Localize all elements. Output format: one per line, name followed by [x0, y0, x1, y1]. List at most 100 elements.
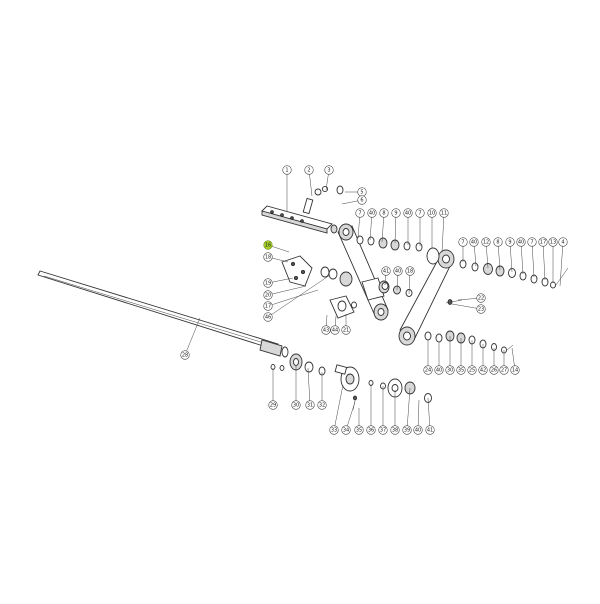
callout-number: 41: [383, 268, 389, 274]
callout-bubble: [263, 278, 273, 288]
callout-40[interactable]: 40: [413, 425, 423, 435]
callout-4[interactable]: 4: [558, 237, 568, 247]
callout-7[interactable]: 7: [355, 208, 365, 218]
leader-line: [497, 241, 501, 271]
callout-44[interactable]: 44: [330, 325, 340, 335]
callout-24[interactable]: 24: [423, 365, 433, 375]
bracket-plate: [281, 255, 353, 287]
callout-43[interactable]: 43: [321, 325, 331, 335]
callout-bubble: [379, 208, 389, 218]
callout-bubble: [268, 400, 278, 410]
callout-18[interactable]: 18: [263, 252, 273, 262]
callout-bubble: [324, 165, 334, 175]
leader-line: [406, 387, 411, 431]
callout-number: 8: [382, 210, 385, 216]
callout-40[interactable]: 40: [367, 208, 377, 218]
callout-2[interactable]: 2: [304, 165, 314, 175]
callout-21[interactable]: 21: [341, 325, 351, 335]
callout-36[interactable]: 36: [366, 425, 376, 435]
callout-32[interactable]: 32: [317, 400, 327, 410]
callout-25[interactable]: 25: [467, 365, 477, 375]
callout-bubble: [413, 425, 423, 435]
callout-bubble: [434, 365, 444, 375]
callout-5[interactable]: 5: [357, 187, 367, 197]
callout-number: 36: [368, 427, 374, 433]
callout-40[interactable]: 40: [434, 365, 444, 375]
callout-7[interactable]: 7: [527, 237, 537, 247]
callout-number: 31: [307, 402, 313, 408]
callout-bubble: [305, 400, 315, 410]
callout-26[interactable]: 26: [489, 365, 499, 375]
callout-37[interactable]: 37: [378, 425, 388, 435]
callout-34[interactable]: 34: [341, 425, 351, 435]
callout-46[interactable]: 46: [263, 312, 273, 322]
callout-29[interactable]: 29: [268, 400, 278, 410]
callout-39[interactable]: 39: [402, 425, 412, 435]
callout-28[interactable]: 28: [180, 350, 190, 360]
callout-bubble: [427, 208, 437, 218]
callout-bubble: [282, 165, 292, 175]
callout-bubble: [354, 425, 364, 435]
callout-number: 38: [392, 427, 398, 433]
leader-line: [441, 212, 445, 253]
callout-7[interactable]: 7: [458, 237, 468, 247]
callout-number: 29: [270, 402, 276, 408]
callout-bubble: [476, 293, 486, 303]
callout-12[interactable]: 12: [481, 237, 491, 247]
callout-10[interactable]: 10: [427, 208, 437, 218]
leader-line: [509, 241, 513, 273]
callout-17[interactable]: 17: [263, 301, 273, 311]
callout-number: 18: [407, 268, 413, 274]
callout-bubble: [510, 365, 520, 375]
callout-11[interactable]: 11: [439, 208, 449, 218]
callout-8[interactable]: 8: [493, 237, 503, 247]
leader-line: [559, 241, 564, 287]
callout-41[interactable]: 41: [381, 266, 391, 276]
callout-17[interactable]: 17: [538, 237, 548, 247]
callout-35[interactable]: 35: [456, 365, 466, 375]
callout-35[interactable]: 35: [354, 425, 364, 435]
callout-highlight-bubble: [263, 240, 273, 250]
callout-number: 40: [518, 239, 524, 245]
lever-bar: [261, 185, 344, 234]
callout-38[interactable]: 38: [390, 425, 400, 435]
callout-bubble: [527, 237, 537, 247]
callout-3[interactable]: 3: [324, 165, 334, 175]
callout-9[interactable]: 9: [391, 208, 401, 218]
callout-6[interactable]: 6: [357, 195, 367, 205]
callout-42[interactable]: 42: [478, 365, 488, 375]
callout-27[interactable]: 27: [499, 365, 509, 375]
callout-number: 40: [436, 367, 442, 373]
callout-40[interactable]: 40: [516, 237, 526, 247]
callout-number: 33: [331, 427, 337, 433]
callout-8[interactable]: 8: [379, 208, 389, 218]
callout-22[interactable]: 22: [476, 293, 486, 303]
callout-19[interactable]: 19: [263, 278, 273, 288]
callout-number: 1: [285, 167, 288, 173]
callout-bubble: [476, 304, 486, 314]
callout-bubble: [548, 237, 558, 247]
callout-1[interactable]: 1: [282, 165, 292, 175]
callout-14[interactable]: 14: [510, 365, 520, 375]
callout-number: 27: [501, 367, 507, 373]
callout-40[interactable]: 40: [403, 208, 413, 218]
callout-20[interactable]: 20: [263, 290, 273, 300]
callout-40[interactable]: 40: [469, 237, 479, 247]
callout-number: 17: [265, 303, 271, 309]
callout-40[interactable]: 40: [393, 266, 403, 276]
callout-13[interactable]: 13: [548, 237, 558, 247]
callout-16[interactable]: 16: [263, 240, 273, 250]
callout-31[interactable]: 31: [305, 400, 315, 410]
callout-30[interactable]: 30: [291, 400, 301, 410]
callout-30[interactable]: 30: [445, 365, 455, 375]
callout-9[interactable]: 9: [505, 237, 515, 247]
callout-18[interactable]: 18: [405, 266, 415, 276]
callout-23[interactable]: 23: [476, 304, 486, 314]
callout-7[interactable]: 7: [415, 208, 425, 218]
callout-41[interactable]: 41: [425, 425, 435, 435]
callout-33[interactable]: 33: [329, 425, 339, 435]
callout-bubble: [304, 165, 314, 175]
callout-bubble: [425, 425, 435, 435]
